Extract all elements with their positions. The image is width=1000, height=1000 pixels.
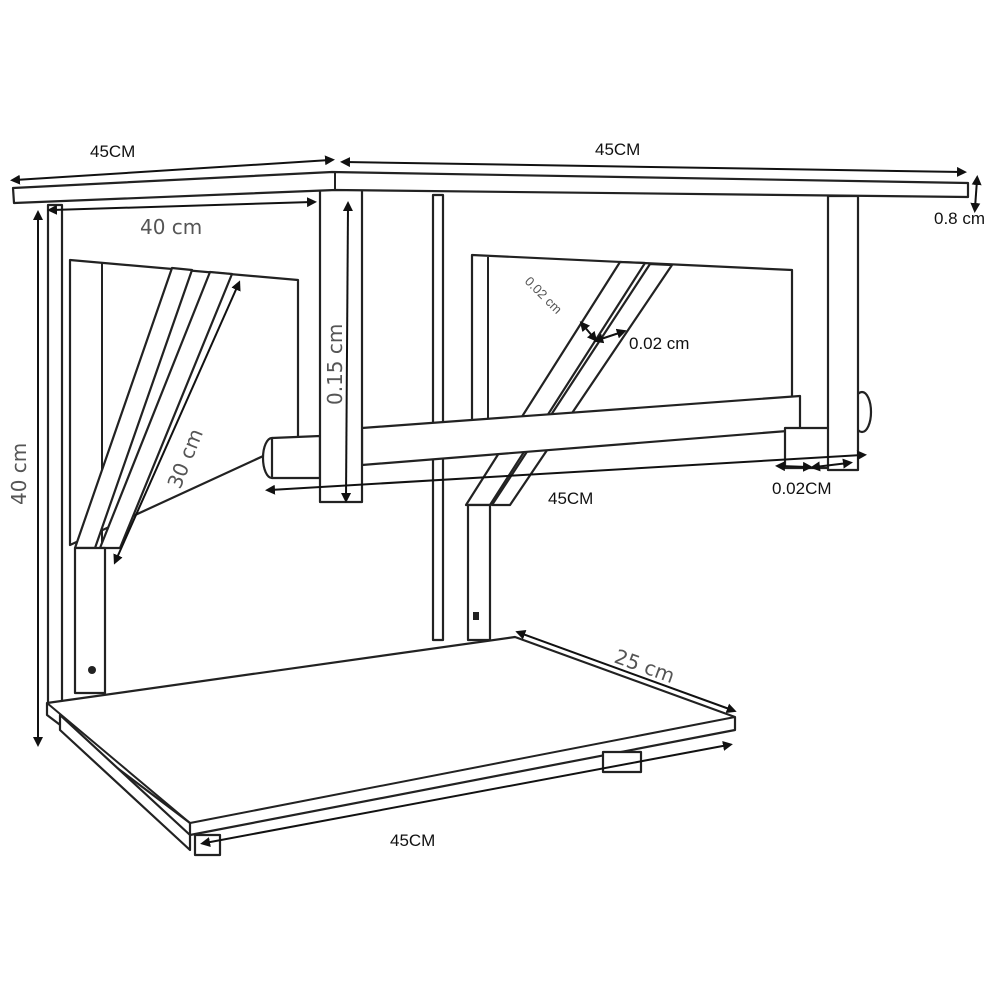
rear-post — [431, 193, 445, 642]
label-bottom-width: 45CM — [390, 831, 435, 850]
dim-brace-diag — [579, 321, 598, 342]
bottom-foot — [193, 833, 222, 857]
label-top-thickness: 0.8 cm — [934, 209, 985, 228]
dim-top-left — [10, 155, 335, 185]
dim-bottom-width — [200, 741, 733, 847]
label-overall-height: 40 cm — [7, 443, 31, 505]
dim-post-height — [341, 201, 353, 503]
dim-post-width — [775, 461, 813, 472]
bottom-shelf-side — [58, 713, 192, 852]
dim-brace-length — [113, 280, 241, 565]
right-bracket-leg — [466, 503, 492, 642]
dim-rail-length — [265, 450, 867, 495]
dim-bottom-depth — [515, 630, 737, 713]
label-post-height: 0.15 cm — [323, 324, 347, 405]
right-post — [826, 194, 860, 472]
dim-inner-span — [47, 197, 317, 215]
dim-thickness — [970, 175, 982, 213]
dim-top-right — [340, 157, 967, 177]
left-post — [46, 203, 64, 707]
label-brace-thickness: 0.02 cm — [629, 334, 689, 353]
rail-left-stub — [270, 434, 322, 480]
label-top-right-width: 45CM — [595, 140, 640, 159]
rail-support — [783, 426, 832, 470]
label-post-width: 0.02CM — [772, 479, 832, 498]
top-shelf — [11, 170, 970, 205]
screw-icon — [88, 666, 96, 674]
middle-post — [318, 186, 364, 504]
screw-icon — [473, 612, 479, 620]
label-rail-length: 45CM — [548, 489, 593, 508]
label-inner-span: 40 cm — [140, 215, 202, 239]
dim-post-width-2 — [810, 458, 853, 472]
dim-brace — [593, 328, 627, 344]
label-top-left-width: 45CM — [90, 142, 135, 161]
